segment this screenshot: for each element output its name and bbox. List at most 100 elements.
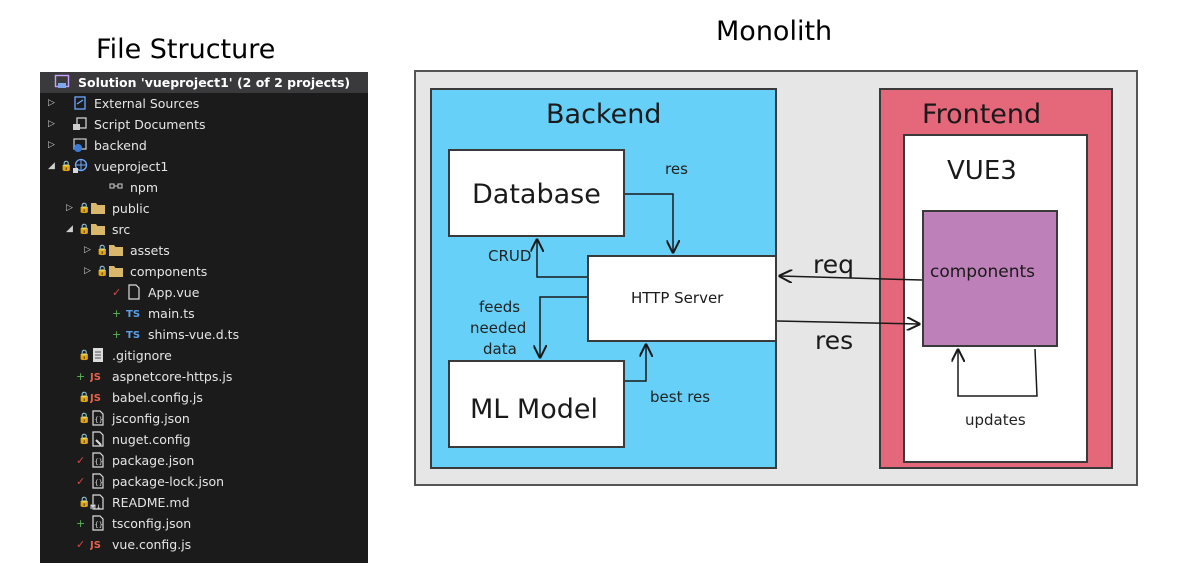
lock-icon: 🔒 bbox=[78, 413, 91, 424]
tree-item[interactable]: 🔒 {} jsconfig.json bbox=[40, 408, 368, 429]
folder-icon bbox=[108, 242, 124, 258]
tree-item[interactable]: ✓ JS vue.config.js bbox=[40, 534, 368, 555]
http-server-box bbox=[587, 255, 777, 342]
edge-label-best-res: best res bbox=[650, 388, 711, 406]
svg-text:M↓: M↓ bbox=[90, 504, 101, 510]
tree-item[interactable]: 🔒JS babel.config.js bbox=[40, 387, 368, 408]
tree-item-label: main.ts bbox=[148, 306, 195, 321]
tree-item-label: babel.config.js bbox=[112, 390, 203, 405]
tree-item-label: components bbox=[130, 264, 208, 279]
tree-item[interactable]: + JS aspnetcore-https.js bbox=[40, 366, 368, 387]
markdown-file-icon: M↓ bbox=[90, 494, 106, 511]
ml-model-label: ML Model bbox=[470, 394, 598, 425]
svg-text:{}: {} bbox=[95, 479, 103, 487]
checked-in-status-icon: ✓ bbox=[76, 475, 86, 488]
expand-arrow-icon[interactable]: ▷ bbox=[84, 266, 91, 276]
js-file-icon: JS bbox=[89, 536, 106, 552]
edge-label-updates: updates bbox=[965, 411, 1026, 429]
expand-arrow-icon[interactable]: ▷ bbox=[48, 119, 55, 129]
ts-file-icon: TS bbox=[126, 305, 142, 321]
tree-item-label: vue.config.js bbox=[112, 537, 192, 552]
svg-text:{}: {} bbox=[95, 416, 103, 424]
tree-item-label: src bbox=[112, 222, 131, 237]
components-box bbox=[922, 210, 1058, 347]
lock-icon: 🔒 bbox=[78, 434, 91, 445]
tree-item[interactable]: ▷🔒assets bbox=[40, 240, 368, 261]
config-file-icon bbox=[90, 431, 106, 447]
tree-item-label: .gitignore bbox=[112, 348, 172, 363]
svg-text:TS: TS bbox=[126, 330, 140, 341]
edge-label-res: res bbox=[815, 326, 854, 355]
tree-item[interactable]: ◢ 🔒 vueproject1 bbox=[40, 156, 368, 177]
lock-icon: 🔒 bbox=[96, 245, 109, 256]
tree-item[interactable]: 🔒M↓ README.md bbox=[40, 492, 368, 513]
tree-item-label: README.md bbox=[112, 495, 190, 510]
solution-header-bar[interactable] bbox=[40, 72, 368, 93]
tree-item[interactable]: npm bbox=[40, 177, 368, 198]
checked-in-status-icon: ✓ bbox=[76, 454, 86, 467]
edge-label-db-res: res bbox=[665, 160, 688, 178]
tree-item-label: tsconfig.json bbox=[112, 516, 192, 531]
edge-label-feeds-3: data bbox=[483, 340, 517, 358]
tree-item-label: vueproject1 bbox=[94, 159, 169, 174]
lock-icon: 🔒 bbox=[78, 497, 91, 508]
tree-item[interactable]: ✓{}package-lock.json bbox=[40, 471, 368, 492]
json-file-icon: {} bbox=[90, 515, 106, 531]
tree-item-label: jsconfig.json bbox=[112, 411, 190, 426]
tree-item[interactable]: ▷ External Sources bbox=[40, 93, 368, 114]
collapse-arrow-icon[interactable]: ◢ bbox=[66, 224, 73, 234]
tree-item[interactable]: ▷🔒public bbox=[40, 198, 368, 219]
js-file-icon: JS bbox=[89, 368, 106, 384]
tree-item-label: Script Documents bbox=[94, 117, 206, 132]
solution-label: Solution 'vueproject1' (2 of 2 projects) bbox=[78, 75, 351, 90]
tree-item[interactable]: ◢🔒src bbox=[40, 219, 368, 240]
tree-item[interactable]: ✓{}package.json bbox=[40, 450, 368, 471]
lock-icon: 🔒 bbox=[78, 392, 91, 403]
tree-item-label: public bbox=[112, 201, 150, 216]
ts-file-icon: TS bbox=[126, 326, 142, 342]
expand-arrow-icon[interactable]: ▷ bbox=[48, 98, 55, 108]
checked-in-status-icon: ✓ bbox=[76, 538, 86, 551]
solution-icon bbox=[54, 74, 70, 90]
npm-icon bbox=[108, 179, 124, 195]
solution-row[interactable]: Solution 'vueproject1' (2 of 2 projects) bbox=[40, 72, 368, 93]
tree-item[interactable]: ▷ Script Documents bbox=[40, 114, 368, 135]
svg-text:JS: JS bbox=[90, 393, 101, 404]
tree-item-label: shims-vue.d.ts bbox=[148, 327, 240, 342]
backend-label: Backend bbox=[546, 99, 662, 130]
tree-item-label: App.vue bbox=[148, 285, 200, 300]
added-status-icon: + bbox=[76, 370, 86, 383]
json-file-icon: {} bbox=[90, 452, 106, 468]
edge-label-feeds-2: needed bbox=[470, 319, 527, 337]
collapse-arrow-icon[interactable]: ◢ bbox=[48, 161, 55, 171]
added-status-icon: + bbox=[112, 307, 122, 320]
tree-item[interactable]: 🔒.gitignore bbox=[40, 345, 368, 366]
expand-arrow-icon[interactable]: ▷ bbox=[66, 203, 73, 213]
tree-item[interactable]: ▷ backend bbox=[40, 135, 368, 156]
checked-in-status-icon: ✓ bbox=[112, 286, 122, 299]
expand-arrow-icon[interactable]: ▷ bbox=[84, 245, 91, 255]
expand-arrow-icon[interactable]: ▷ bbox=[48, 140, 55, 150]
tree-item[interactable]: ✓ App.vue bbox=[40, 282, 368, 303]
tree-item[interactable]: 🔒nuget.config bbox=[40, 429, 368, 450]
tree-item-label: aspnetcore-https.js bbox=[112, 369, 233, 384]
tree-item-label: backend bbox=[94, 138, 147, 153]
tree-item[interactable]: ▷🔒components bbox=[40, 261, 368, 282]
edge-components-to-http-req bbox=[780, 276, 923, 280]
tree-item[interactable]: +{}tsconfig.json bbox=[40, 513, 368, 534]
svg-text:JS: JS bbox=[90, 372, 101, 383]
lock-icon: 🔒 bbox=[60, 161, 73, 172]
folder-icon bbox=[90, 200, 106, 216]
svg-text:JS: JS bbox=[90, 540, 101, 551]
tree-item-label: External Sources bbox=[94, 96, 200, 111]
edge-label-req: req bbox=[813, 250, 854, 279]
json-file-icon: {} bbox=[90, 410, 106, 426]
tree-item[interactable]: + TS main.ts bbox=[40, 303, 368, 324]
http-server-label: HTTP Server bbox=[631, 289, 724, 307]
script-documents-icon bbox=[72, 116, 88, 132]
svg-text:TS: TS bbox=[126, 309, 140, 320]
edge-ml-to-http bbox=[625, 345, 646, 382]
components-label: components bbox=[930, 262, 1036, 282]
